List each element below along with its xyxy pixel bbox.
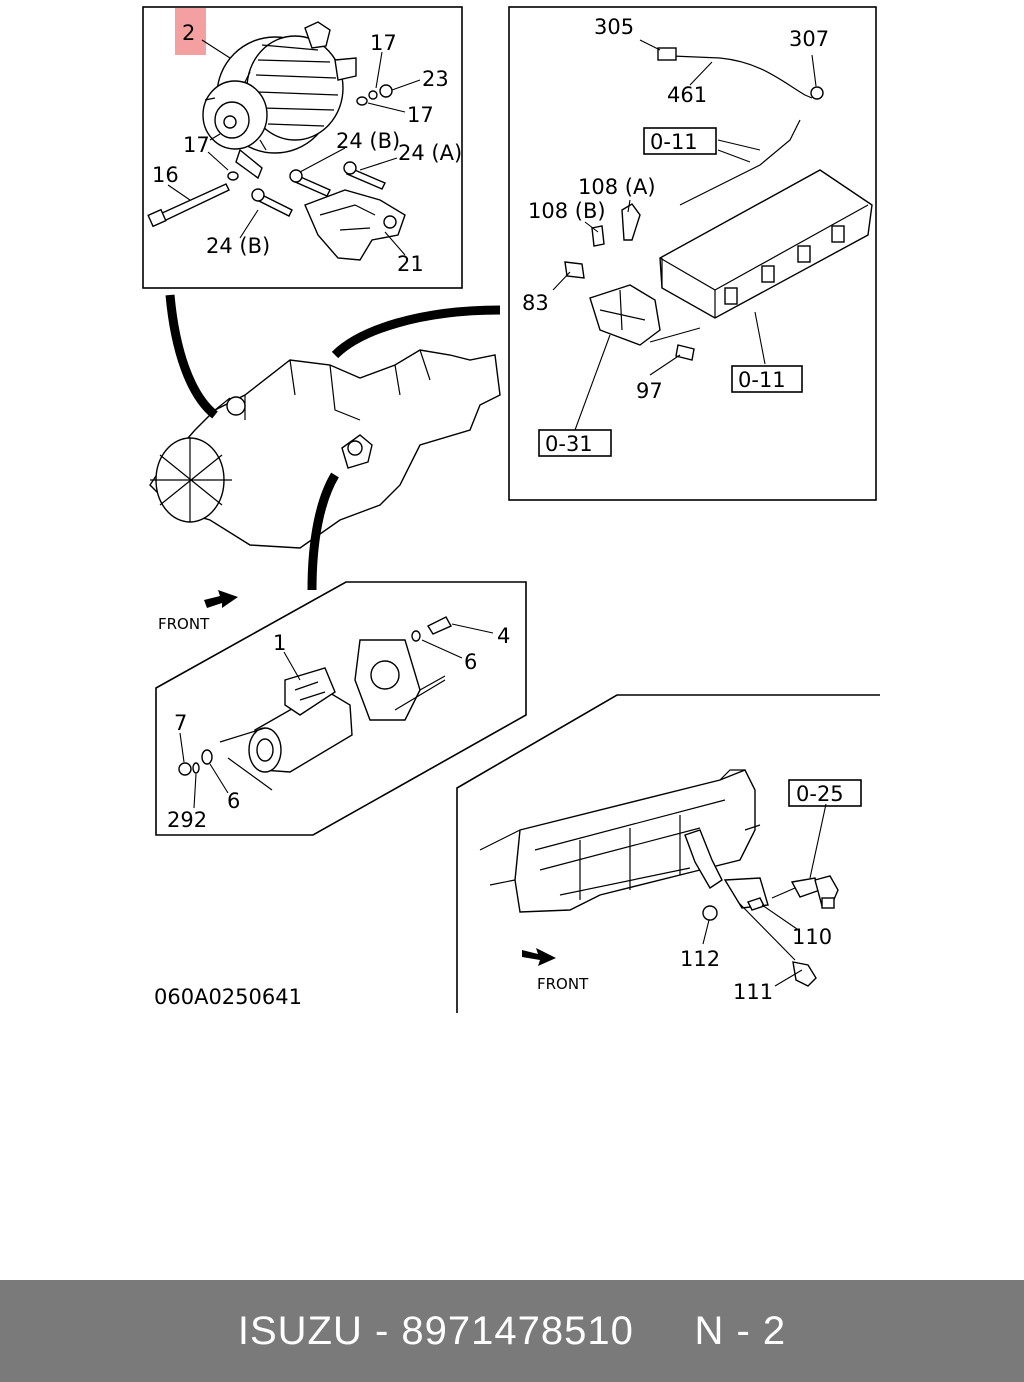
- ref-0-31: 0-31: [545, 432, 593, 456]
- sensor-97: [675, 344, 695, 361]
- front-label-bumper: FRONT: [537, 975, 589, 993]
- ref-0-25: 0-25: [796, 782, 844, 806]
- highlight-part-2: [175, 8, 206, 55]
- washer-6-lower: [201, 749, 213, 765]
- callout-110: 110: [792, 925, 832, 949]
- starter-panel: FRONT 1 4 6 7 292 6: [155, 581, 527, 836]
- sensor-harness: [671, 55, 813, 99]
- front-arrow-bumper: [522, 948, 556, 966]
- diagram-code: 060A0250641: [154, 985, 302, 1009]
- starter-motor-illustration: [248, 667, 353, 773]
- bolt-24b-lower: [251, 188, 293, 217]
- cylinder-head-illustration: [659, 169, 873, 319]
- footer-bar: ISUZU - 8971478510 N - 2: [0, 1280, 1024, 1382]
- washer-17-c: [227, 171, 239, 181]
- callout-108b: 108 (B): [528, 199, 606, 223]
- sensor-panel: 305 307 461 0-11 108 (A) 108 (B) 83 97 0…: [508, 6, 877, 501]
- washer-17-a: [368, 90, 378, 100]
- washer-6-upper: [411, 630, 421, 642]
- callout-307: 307: [789, 27, 829, 51]
- sensor-0-25-illustration: [790, 875, 839, 909]
- callout-17-a: 17: [370, 31, 397, 55]
- callout-108a: 108 (A): [578, 175, 656, 199]
- washer-17-b: [356, 96, 368, 106]
- nut-23: [379, 84, 393, 98]
- callout-7: 7: [174, 711, 187, 735]
- parts-diagram: 2 17 23 17 17 24 (B) 24 (A) 16 24 (B) 21: [142, 6, 880, 1013]
- plug-83: [564, 261, 585, 279]
- callout-4: 4: [497, 624, 510, 648]
- chassis-front-illustration: [479, 769, 769, 913]
- footer-part-number: 8971478510: [401, 1308, 634, 1353]
- bolt-4: [426, 616, 452, 635]
- bumper-panel: 0-25 110 112 111 FRONT: [456, 694, 880, 1013]
- callout-24a: 24 (A): [398, 141, 462, 165]
- bolt-111: [792, 961, 817, 987]
- footer-page: N - 2: [694, 1308, 787, 1353]
- nut-112: [702, 905, 718, 921]
- alternator-panel: 2 17 23 17 17 24 (B) 24 (A) 16 24 (B) 21: [142, 6, 463, 289]
- callout-97: 97: [636, 379, 663, 403]
- bolt-16: [147, 183, 230, 228]
- callout-21: 21: [397, 252, 424, 276]
- callout-6-lower: 6: [227, 789, 240, 813]
- callout-1: 1: [273, 631, 286, 655]
- connector-305: [657, 47, 677, 61]
- engine-illustration: [149, 294, 501, 591]
- bolt-24b-upper: [289, 169, 331, 197]
- callout-6-upper: 6: [464, 650, 477, 674]
- callout-24b-upper: 24 (B): [336, 129, 400, 153]
- sensor-108a: [621, 203, 641, 241]
- sensor-307: [810, 86, 824, 100]
- callout-111: 111: [733, 980, 773, 1004]
- thermostat-housing-illustration: [589, 284, 661, 346]
- footer-separator: -: [374, 1308, 390, 1353]
- callout-24b-lower: 24 (B): [206, 234, 270, 258]
- callout-2: 2: [182, 21, 195, 45]
- callout-23: 23: [422, 67, 449, 91]
- bracket-illustration: [304, 189, 406, 261]
- washer-292: [192, 762, 200, 774]
- callout-83: 83: [522, 291, 549, 315]
- alternator-illustration: [202, 21, 357, 180]
- front-arrow-starter: [204, 590, 238, 608]
- callout-461: 461: [667, 83, 707, 107]
- ref-0-11-upper: 0-11: [650, 130, 698, 154]
- callout-112: 112: [680, 947, 720, 971]
- nut-7: [178, 762, 192, 776]
- callout-17-b: 17: [407, 103, 434, 127]
- sensor-108b: [591, 225, 605, 247]
- callout-292: 292: [167, 808, 207, 832]
- callout-16: 16: [152, 163, 179, 187]
- callout-17-c: 17: [183, 133, 210, 157]
- callout-305: 305: [594, 15, 634, 39]
- bolt-24a: [343, 161, 386, 190]
- front-label-starter: FRONT: [158, 615, 210, 633]
- footer-brand: ISUZU: [237, 1308, 363, 1353]
- ref-0-11-lower: 0-11: [738, 368, 786, 392]
